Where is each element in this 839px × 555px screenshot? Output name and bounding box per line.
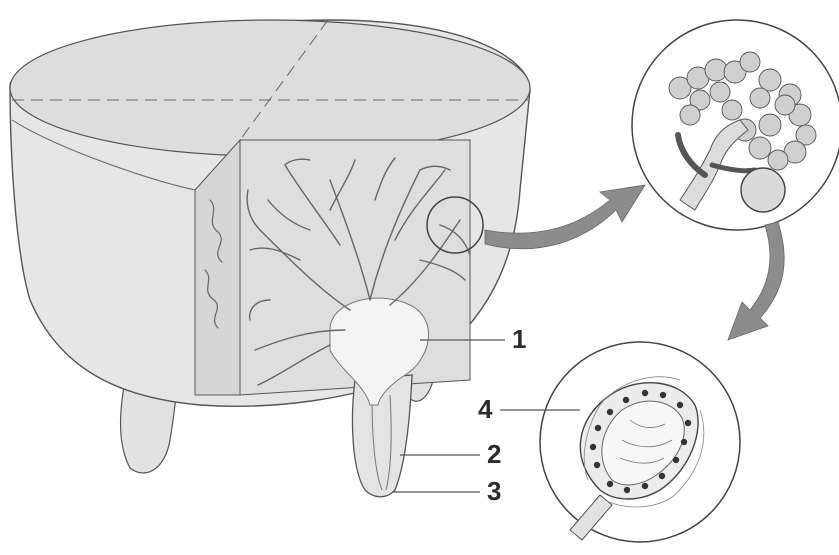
label-3: 3 <box>487 478 501 504</box>
label-2: 2 <box>487 441 501 467</box>
udder-body <box>10 20 530 497</box>
label-4: 4 <box>478 396 492 422</box>
label-1: 1 <box>512 326 526 352</box>
alveolus-magnifier-circle <box>540 342 740 542</box>
pointer-arrow-2 <box>728 222 784 340</box>
lobe-magnifier-circle <box>632 20 839 230</box>
